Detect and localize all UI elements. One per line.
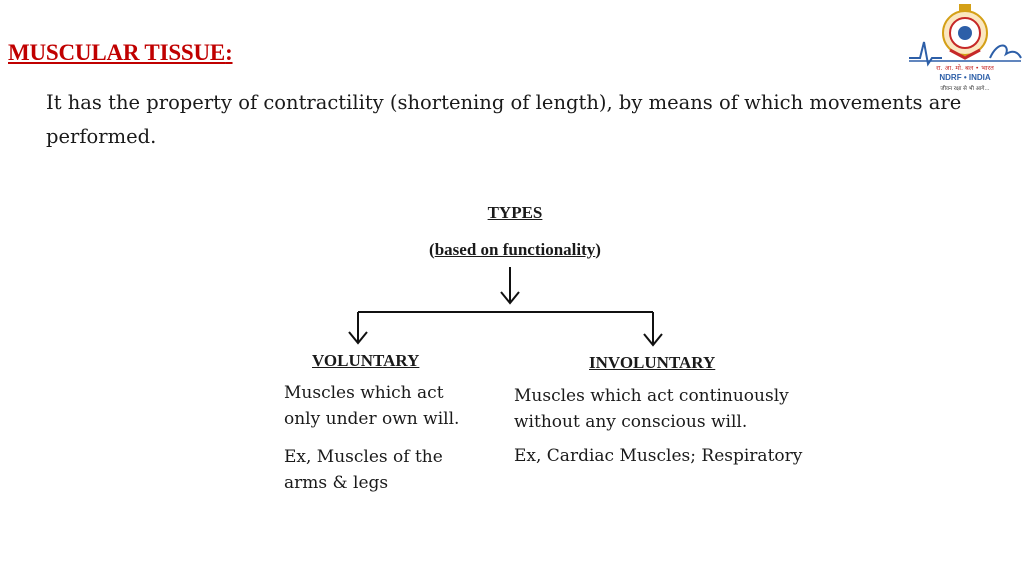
based-on-text: based on functionality	[434, 240, 596, 259]
involuntary-arrow-head	[643, 333, 663, 347]
voluntary-arrow-head	[348, 331, 368, 345]
slide-title-text: MUSCULAR TISSUE	[8, 40, 226, 65]
logo-name: NDRF • INDIA	[939, 73, 990, 82]
involuntary-description: Muscles which act continuously without a…	[514, 386, 789, 432]
involuntary-example: Ex, Cardiac Muscles; Respiratory	[514, 446, 803, 466]
ndrf-logo: रा. आ. मो. बल • भारत NDRF • INDIA जीवन र…	[909, 4, 1022, 92]
voluntary-example: Ex, Muscles of the arms & legs	[284, 447, 443, 493]
ndrf-emblem-icon	[942, 4, 988, 60]
based-on-label: (based on functionality)	[0, 240, 1024, 260]
wave-icon	[989, 44, 1022, 59]
voluntary-description: Muscles which act only under own will.	[284, 383, 460, 429]
types-label: TYPES	[487, 203, 543, 222]
main-arrow-head	[500, 291, 520, 305]
involuntary-title: INVOLUNTARY	[589, 353, 716, 372]
based-open-paren: (	[429, 240, 435, 259]
voluntary-title: VOLUNTARY	[312, 351, 420, 370]
slide-title: MUSCULAR TISSUE:	[8, 40, 233, 66]
logo-motto: जीवन रक्षा से भी आगे...	[940, 85, 989, 92]
heartbeat-icon	[909, 41, 942, 67]
based-close-paren: )	[595, 240, 601, 259]
slide-title-colon: :	[225, 40, 233, 65]
intro-paragraph: It has the property of contractility (sh…	[46, 91, 962, 148]
logo-top-text: रा. आ. मो. बल • भारत	[936, 64, 994, 72]
